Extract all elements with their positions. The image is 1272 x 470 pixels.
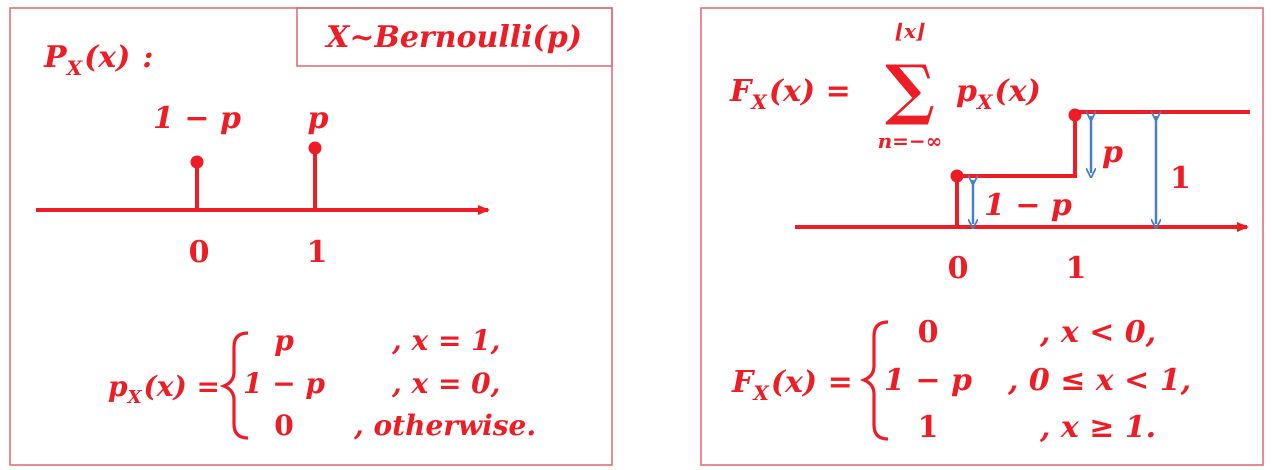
cdf-row-1-value: 1 − p (884, 363, 972, 398)
cdf-tick-1: 1 (1066, 251, 1087, 286)
cdf-row-0-value: 0 (918, 315, 939, 350)
sum-lower-limit: n=−∞ (878, 129, 943, 153)
pmf-row-0-condition: , x = 1, (391, 324, 500, 357)
step-label-1-minus-p: 1 − p (984, 188, 1072, 223)
cdf-row-2-value: 1 (918, 410, 939, 445)
right-panel-frame (700, 7, 1264, 466)
pmf-tick-0: 0 (189, 235, 210, 270)
cdf-brace (859, 320, 889, 441)
cdf-formula-lhs: FX(x) = (729, 74, 851, 114)
title-box-text: X~Bernoulli(p) (324, 20, 582, 55)
pmf-stem-0-dot (190, 155, 204, 169)
right-panel: FX(x) = ⌊x⌋ ∑ n=−∞ pX(x) 1 − p p 1 0 1 F… (700, 7, 1264, 466)
left-panel: X~Bernoulli(p) PX(x): 1 − p p 0 1 pX(x) … (9, 7, 613, 466)
cdf-tick-0: 0 (948, 251, 969, 286)
sum-symbol: ∑ (885, 50, 935, 128)
pmf-piecewise-lhs: pX(x) = (108, 370, 220, 408)
step-label-p: p (1102, 135, 1123, 170)
cdf-row-1-condition: , 0 ≤ x < 1, (1007, 363, 1191, 398)
cdf-jump-dot-1 (1068, 108, 1082, 122)
title-box (296, 7, 613, 67)
cdf-piecewise-lhs: FX(x) = (731, 365, 853, 405)
pmf-row-1-value: 1 − p (243, 367, 325, 400)
cdf-summand: pX(x) (956, 74, 1041, 114)
cdf-jump-dot-0 (950, 169, 964, 183)
pmf-stem-1-dot (308, 141, 322, 155)
pmf-prob-label-1: p (308, 101, 329, 136)
pmf-tick-1: 1 (307, 235, 328, 270)
pmf-row-0-value: p (274, 324, 294, 357)
pmf-heading: PX(x): (43, 40, 153, 80)
pmf-row-2-condition: , otherwise. (353, 409, 536, 442)
cdf-row-0-condition: , x < 0, (1039, 315, 1156, 350)
cdf-staircase (955, 110, 1250, 227)
pmf-row-1-condition: , x = 0, (391, 367, 500, 400)
sum-upper-limit: ⌊x⌋ (895, 19, 926, 43)
cdf-row-2-condition: , x ≥ 1. (1039, 410, 1156, 445)
pmf-prob-label-0: 1 − p (153, 101, 241, 136)
pmf-brace (219, 331, 249, 440)
pmf-row-2-value: 0 (274, 409, 293, 442)
step-label-total: 1 (1170, 161, 1191, 196)
